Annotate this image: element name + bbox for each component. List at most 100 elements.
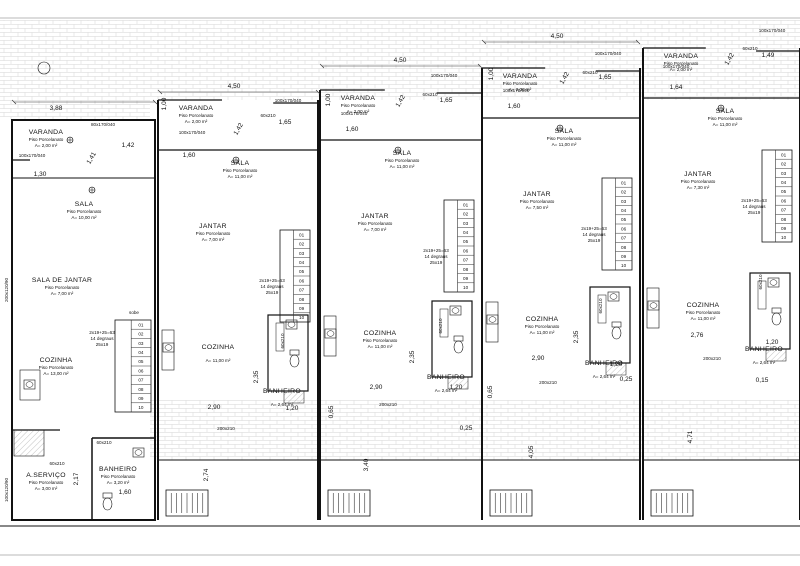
dimension-tick	[481, 39, 487, 45]
stair-step-number: 08	[138, 387, 144, 392]
level-marker-cross	[233, 157, 239, 163]
bathroom-block	[431, 300, 473, 378]
dim-u3-h: 1,20	[450, 384, 463, 391]
opening-u1-e: 200x120/90	[4, 278, 9, 302]
room-name-varanda: VARANDA	[341, 95, 376, 102]
room-area-jantar: A= 7,50 m²	[526, 205, 549, 210]
stair-step-number: 01	[781, 152, 787, 157]
north-marker-icon	[37, 61, 51, 75]
plan-geometry	[0, 17, 800, 556]
opening-u4-a: 100x170/040	[595, 51, 622, 56]
stair-step-number: 09	[138, 396, 144, 401]
stair-step-number: 09	[299, 306, 305, 311]
kitchen-counter	[19, 369, 41, 401]
stair-steps: 14 degraus	[425, 254, 449, 259]
dim-u1-b: 1,30	[34, 171, 47, 178]
kitchen-counter	[485, 301, 499, 343]
room-name-varanda: VARANDA	[664, 53, 699, 60]
stair-step-number: 02	[781, 162, 787, 167]
level-marker-cross	[67, 137, 73, 143]
stair-step-number: 01	[138, 322, 144, 327]
stair-step-number: 07	[781, 208, 787, 213]
sink-icon	[23, 379, 36, 390]
dim-u3-d: 1,65	[440, 97, 453, 104]
opening-u3-b: 100x170/040	[341, 111, 368, 116]
room-floor-sala: Piso Porcelanato	[708, 116, 743, 121]
room-name-u1-jantar: SALA DE JANTAR	[32, 277, 92, 284]
drain-box	[447, 376, 469, 390]
room-floor-u1-banheiro: Piso Porcelanato	[101, 474, 136, 479]
stair-step-number: 10	[138, 405, 144, 410]
room-name-banheiro: BANHEIRO	[263, 388, 301, 395]
stair-step-number: 05	[138, 359, 144, 364]
room-area-u1-banheiro: A= 3,20 m²	[107, 480, 130, 485]
sink-icon	[767, 277, 780, 288]
room-name-cozinha: COZINHA	[202, 344, 235, 351]
dim-u3-e: 1,60	[346, 126, 359, 133]
stair-step-number: 06	[299, 278, 305, 283]
dimension-tick	[315, 89, 321, 95]
room-name-sala: SALA	[555, 128, 574, 135]
dim-u4-g: 2,90	[532, 355, 545, 362]
toilet-tank-icon	[453, 335, 464, 342]
room-name-sala: SALA	[231, 160, 250, 167]
front-gate-icon	[327, 489, 371, 517]
room-floor-sala: Piso Porcelanato	[223, 168, 258, 173]
room-name-jantar: JANTAR	[684, 171, 712, 178]
stair-step-number: 10	[299, 315, 305, 320]
room-area-jantar: A= 7,30 m²	[687, 185, 710, 190]
stair-step-number: 03	[299, 251, 305, 256]
stair-step-number: 07	[299, 288, 305, 293]
room-area-u1-sala: A= 10,00 m²	[71, 215, 97, 220]
bathroom-block	[267, 314, 309, 392]
stair-step-number: 05	[621, 217, 627, 222]
stair-step-number: 06	[621, 226, 627, 231]
dim-u5-f: 0,15	[756, 377, 769, 384]
room-area-sala: A= 11,00 m²	[228, 174, 253, 179]
room-area-jantar: A= 7,00 m²	[364, 227, 387, 232]
dim-u1-c: 2,17	[73, 472, 80, 485]
level-marker-cross	[395, 147, 401, 153]
room-name-u1-banheiro: BANHEIRO	[99, 466, 137, 473]
stair-size: 25x19	[430, 260, 443, 265]
stair-step-number: 06	[781, 198, 787, 203]
dim-u5-g: 4,71	[687, 430, 694, 443]
dimension-tick	[157, 89, 163, 95]
stair-step-number: 02	[463, 212, 469, 217]
service-tank	[13, 429, 45, 457]
dim-u2-d: 1,65	[279, 119, 292, 126]
opening-u4-d: 200x210	[539, 380, 557, 385]
stair-step-number: 09	[781, 226, 787, 231]
room-floor-sala: Piso Porcelanato	[385, 158, 420, 163]
opening-u2-c: 60x210	[260, 113, 276, 118]
stair-step-number: 05	[299, 269, 305, 274]
room-floor-jantar: Piso Porcelanato	[520, 199, 555, 204]
stair-spec: 2x19+25=63	[581, 226, 607, 231]
stair-step-number: 02	[621, 190, 627, 195]
room-floor-u1-cozinha: Piso Porcelanato	[39, 365, 74, 370]
opening-u2-d: 200x210	[217, 426, 235, 431]
stair-step-number: 07	[621, 236, 627, 241]
opening-u5-a: 100x170/040	[759, 28, 786, 33]
room-name-jantar: JANTAR	[523, 191, 551, 198]
opening-u4-e: 60x210	[598, 298, 603, 314]
sink-icon	[486, 314, 499, 325]
room-floor-cozinha: Piso Porcelanato	[525, 324, 560, 329]
dim-u5-d: 2,76	[691, 332, 704, 339]
dim-u5-a: 1,49	[762, 52, 775, 59]
stair-step-number: 09	[621, 254, 627, 259]
dim-u3-g: 2,90	[370, 384, 383, 391]
stair-step-number: 06	[138, 368, 144, 373]
toilet-tank-icon	[102, 492, 113, 499]
opening-u1-a: 80x170/040	[91, 122, 115, 127]
opening-u1-c: 60x210	[49, 461, 65, 466]
dim-u1-width: 3,88	[50, 105, 63, 112]
toilet-bowl-icon	[771, 312, 782, 326]
dim-u3-b: 1,00	[325, 93, 332, 106]
dim-u3-width: 4,50	[394, 57, 407, 64]
room-name-sala: SALA	[716, 108, 735, 115]
stair-size: 25x19	[748, 210, 761, 215]
dimension-tick	[11, 99, 17, 105]
room-area-cozinha: A= 11,00 m²	[530, 330, 555, 335]
stair-step-number: 01	[299, 232, 305, 237]
